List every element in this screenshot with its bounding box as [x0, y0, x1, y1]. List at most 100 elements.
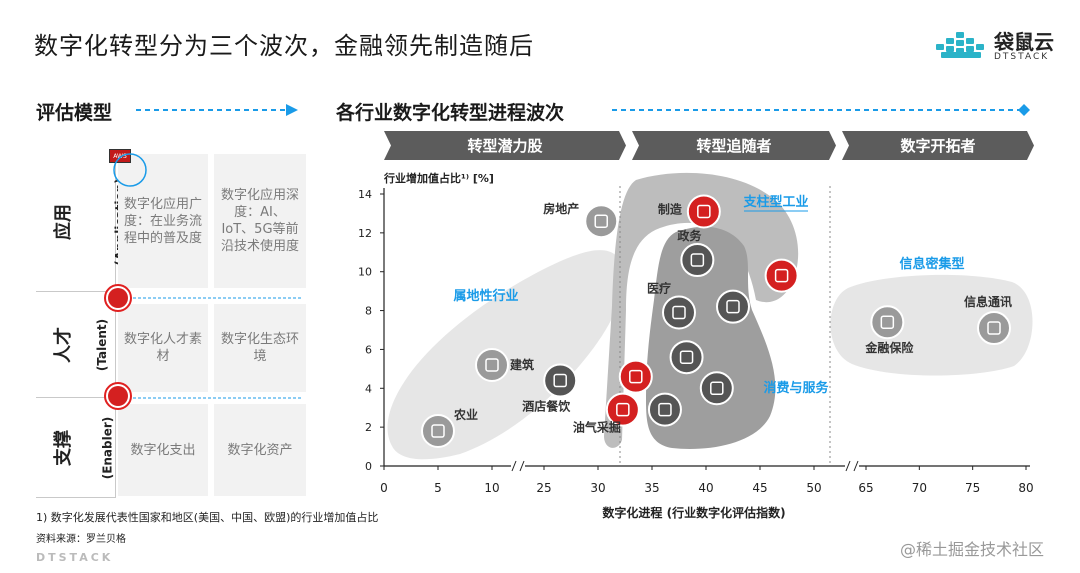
point-label: 制造: [658, 201, 683, 216]
industry-point: [680, 243, 715, 278]
progress-label: 各行业数字化转型进程波次: [336, 102, 565, 124]
industry-point: [421, 414, 455, 449]
axis-break-gap: [511, 460, 525, 472]
page-title: 数字化转型分为三个波次，金融领先制造随后: [34, 32, 534, 60]
point-label: 油气采掘: [573, 420, 621, 435]
cloud-logo-icon: [936, 32, 984, 58]
industry-point-glyph: [987, 321, 1001, 335]
x-tick-label: 5: [434, 481, 442, 495]
axis-break-mark: [845, 460, 851, 472]
industry-point-glyph: [697, 204, 711, 219]
footer-brand: DTSTACK: [36, 551, 114, 564]
industry-point: [764, 258, 799, 293]
phase-pioneer: 数字开拓者: [842, 131, 1034, 160]
industry-point-glyph: [629, 369, 643, 384]
phase-potential: 转型潜力股: [384, 131, 626, 160]
x-tick-label: 65: [858, 481, 873, 495]
y-tick-label: 0: [365, 460, 372, 473]
x-tick-label: 25: [536, 481, 551, 495]
industry-point: [662, 295, 696, 330]
x-tick-label: 80: [1018, 481, 1033, 495]
enabler-gears-icon: [104, 382, 132, 410]
industry-point-glyph: [726, 299, 740, 314]
cell-talent-material: 数字化人才素材: [118, 304, 208, 392]
point-label: 建筑: [509, 357, 534, 372]
point-label: 信息通讯: [964, 294, 1012, 309]
group-label: 信息密集型: [899, 256, 964, 272]
industry-point-glyph: [710, 381, 724, 396]
industry-point: [647, 392, 682, 427]
point-label: 医疗: [647, 281, 671, 296]
industry-point-glyph: [690, 253, 705, 267]
industry-point-glyph: [880, 315, 895, 329]
point-label: 房地产: [543, 201, 579, 216]
x-tick-label: 0: [380, 481, 388, 495]
axis-break-mark: [511, 460, 517, 472]
industry-point: [543, 363, 578, 398]
axis-break-mark: [853, 460, 859, 472]
industry-point: [870, 305, 905, 340]
industry-point: [475, 347, 509, 382]
x-tick-label: 50: [806, 481, 821, 495]
cell-talent-ecosystem: 数字化生态环境: [214, 304, 306, 392]
industry-point: [977, 311, 1011, 346]
industry-point-glyph: [774, 268, 789, 283]
phase-follower: 转型追随者: [632, 131, 836, 160]
cell-enabler-spending: 数字化支出: [118, 404, 208, 496]
y-tick-label: 2: [365, 421, 372, 434]
footnote-1: 1) 数字化发展代表性国家和地区(美国、中国、欧盟)的行业增加值占比: [36, 511, 379, 524]
x-tick-label: 40: [698, 481, 713, 495]
industry-point-glyph: [431, 424, 445, 438]
industry-point-glyph: [616, 402, 630, 417]
axis-break-mark: [519, 460, 525, 472]
industry-point: [584, 204, 619, 239]
y-tick-label: 12: [358, 227, 372, 240]
cell-enabler-assets: 数字化资产: [214, 404, 306, 496]
y-tick-label: 14: [358, 188, 372, 201]
x-tick-label: 70: [912, 481, 927, 495]
group-label: 属地性行业: [453, 288, 518, 304]
region-info-intensive: [830, 274, 1033, 376]
row-head-application: 应用 (Application): [36, 152, 127, 292]
region-pillar-industry: [604, 172, 799, 448]
point-label: 政务: [677, 228, 702, 243]
industry-point-glyph: [672, 305, 686, 320]
industry-point-glyph: [553, 373, 567, 388]
x-tick-label: 75: [965, 481, 980, 495]
industry-point: [699, 371, 734, 406]
y-tick-label: 4: [365, 382, 372, 395]
x-tick-label: 45: [752, 481, 767, 495]
evaluation-grid: 应用 (Application) 数字化应用广度：在业务流程中的普及度 数字化应…: [36, 152, 312, 498]
industry-point-glyph: [594, 214, 608, 228]
industry-point: [669, 340, 704, 375]
group-label: 支柱型工业: [742, 194, 808, 210]
industry-point-glyph: [679, 350, 694, 364]
logo-sub: DTSTACK: [994, 52, 1050, 62]
y-axis-label: 行业增加值占比¹⁾ [%]: [383, 171, 494, 185]
brand-logo: 袋鼠云 DTSTACK: [936, 26, 1056, 68]
x-tick-label: 10: [484, 481, 499, 495]
point-label: 金融保险: [864, 340, 914, 355]
x-tick-label: 35: [644, 481, 659, 495]
y-tick-label: 8: [365, 305, 372, 318]
community-watermark: @稀土掘金技术社区: [900, 540, 1045, 559]
industry-point-glyph: [658, 402, 672, 417]
industry-point: [686, 194, 721, 229]
point-label: 酒店餐饮: [522, 399, 571, 414]
cell-application-depth: 数字化应用深度：AI、IoT、5G等前沿技术使用度: [214, 154, 306, 288]
industry-point-glyph: [485, 358, 499, 372]
group-label: 消费与服务: [763, 380, 829, 396]
row-head-talent: 人才 (Talent): [36, 292, 116, 398]
axis-break-gap: [845, 460, 859, 472]
logo-name: 袋鼠云: [994, 30, 1054, 54]
y-tick-label: 10: [358, 266, 372, 279]
x-tick-label: 30: [590, 481, 605, 495]
industry-point: [716, 289, 750, 324]
row-head-enabler: 支撑 (Enabler): [36, 398, 116, 498]
source-note: 资料来源：罗兰贝格: [36, 534, 126, 545]
x-axis-label: 数字化进程 (行业数字化评估指数): [602, 505, 785, 520]
point-label: 农业: [453, 407, 478, 422]
